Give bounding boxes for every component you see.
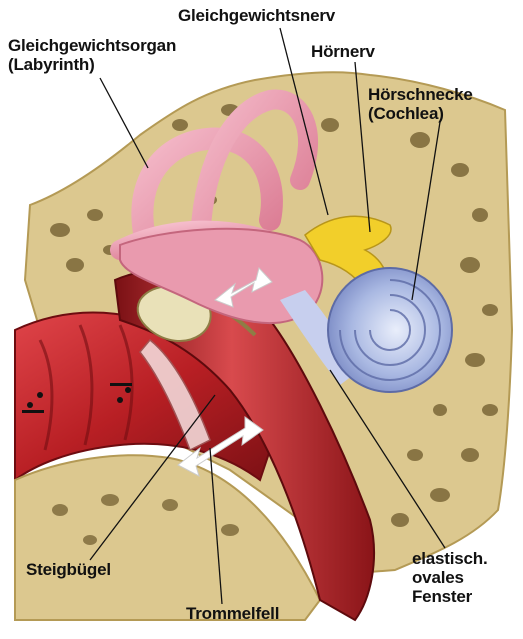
label-hoerschnecke-line1: Hörschnecke xyxy=(368,85,473,104)
label-trommelfell-text: Trommelfell xyxy=(186,604,279,623)
label-trommelfell: Trommelfell xyxy=(186,604,279,623)
label-gleichgewichtsorgan-line1: Gleichgewichtsorgan xyxy=(8,36,176,55)
label-gleichgewichtsorgan-line2: (Labyrinth) xyxy=(8,55,176,74)
label-hoernerv-text: Hörnerv xyxy=(311,42,375,61)
label-ovales-fenster: elastisch. ovales Fenster xyxy=(412,549,488,606)
cochlea xyxy=(328,268,452,392)
label-hoerschnecke-line2: (Cochlea) xyxy=(368,104,473,123)
label-ovales-line3: Fenster xyxy=(412,587,488,606)
label-gleichgewichtsnerv: Gleichgewichtsnerv xyxy=(178,6,335,25)
label-hoernerv: Hörnerv xyxy=(311,42,375,61)
label-gleichgewichtsorgan: Gleichgewichtsorgan (Labyrinth) xyxy=(8,36,176,74)
label-ovales-line1: elastisch. xyxy=(412,549,488,568)
label-hoerschnecke: Hörschnecke (Cochlea) xyxy=(368,85,473,123)
label-ovales-line2: ovales xyxy=(412,568,488,587)
label-steigbuegel-text: Steigbügel xyxy=(26,560,111,579)
label-steigbuegel: Steigbügel xyxy=(26,560,111,579)
label-gleichgewichtsnerv-text: Gleichgewichtsnerv xyxy=(178,6,335,25)
